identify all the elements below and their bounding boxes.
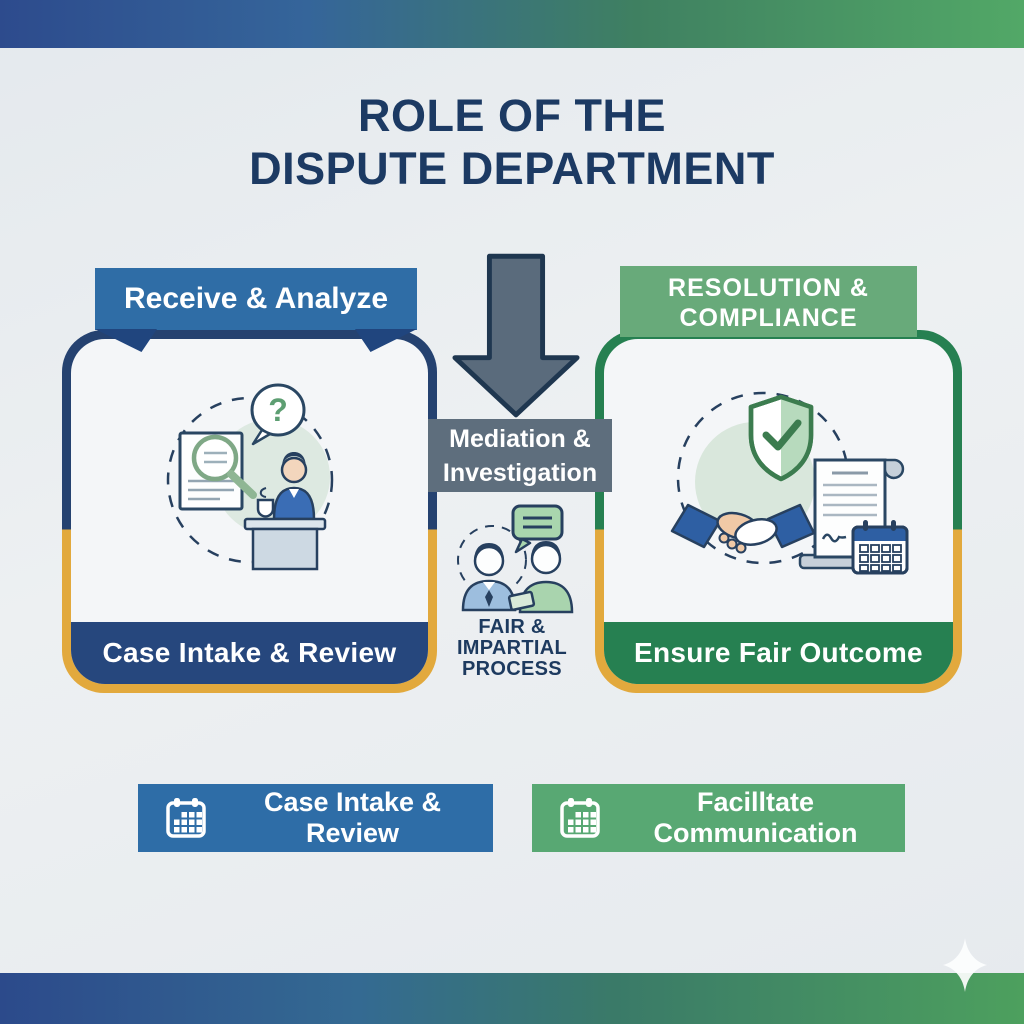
case-intake-illustration: ? [166, 383, 334, 571]
calendar-icon [166, 798, 206, 838]
dashed-circle [166, 396, 334, 564]
mediation-box-line2: Investigation [442, 459, 598, 487]
left-person-icon [461, 542, 517, 612]
right-person-icon [507, 540, 574, 614]
case-intake-review-button[interactable]: Case Intake & Review [138, 784, 493, 852]
resolution-illustration [670, 391, 909, 575]
case-intake-review-button-label: Case Intake & Review [263, 787, 442, 848]
shield-check-icon [748, 394, 814, 482]
resolution-header-line1: RESOLUTION & [668, 274, 869, 302]
calendar-icon [851, 520, 909, 575]
svg-text:?: ? [268, 392, 288, 428]
down-arrow-icon [452, 253, 580, 418]
fair-caption-line3: PROCESS [462, 658, 562, 680]
resolution-compliance-header: RESOLUTION & COMPLIANCE [620, 266, 917, 337]
receive-analyze-header: Receive & Analyze [95, 268, 417, 330]
facilitate-communication-button[interactable]: Facilltate Communication [532, 784, 905, 852]
facilitate-communication-button-label: Facilltate Communication [653, 787, 858, 848]
mediation-box-line1: Mediation & [449, 425, 591, 453]
person-at-desk-icon [243, 452, 327, 571]
sparkle-icon [943, 938, 987, 992]
bottom-accent-bar [0, 973, 1024, 1024]
fair-caption-line1: FAIR & [478, 616, 546, 638]
fair-caption-line2: IMPARTIAL [456, 637, 568, 659]
speech-bubble-icon [511, 504, 564, 554]
page-title-line1: ROLE OF THE [358, 90, 666, 141]
fair-process-caption: FAIR & IMPARTIAL PROCESS [432, 617, 592, 680]
calendar-icon [560, 798, 600, 838]
handshake-icon [670, 503, 816, 554]
page-title-line2: DISPUTE DEPARTMENT [249, 143, 775, 194]
resolution-header-line2: COMPLIANCE [679, 304, 858, 332]
mediation-investigation-box: Mediation & Investigation [428, 419, 612, 492]
mediation-illustration [457, 504, 574, 614]
page-title: ROLE OF THE DISPUTE DEPARTMENT [0, 89, 1024, 195]
magnifier-icon [191, 434, 257, 499]
left-panel-footer: Case Intake & Review [71, 622, 428, 684]
question-bubble-icon: ? [250, 383, 306, 446]
right-panel-footer: Ensure Fair Outcome [604, 622, 953, 684]
top-accent-bar [0, 0, 1024, 48]
